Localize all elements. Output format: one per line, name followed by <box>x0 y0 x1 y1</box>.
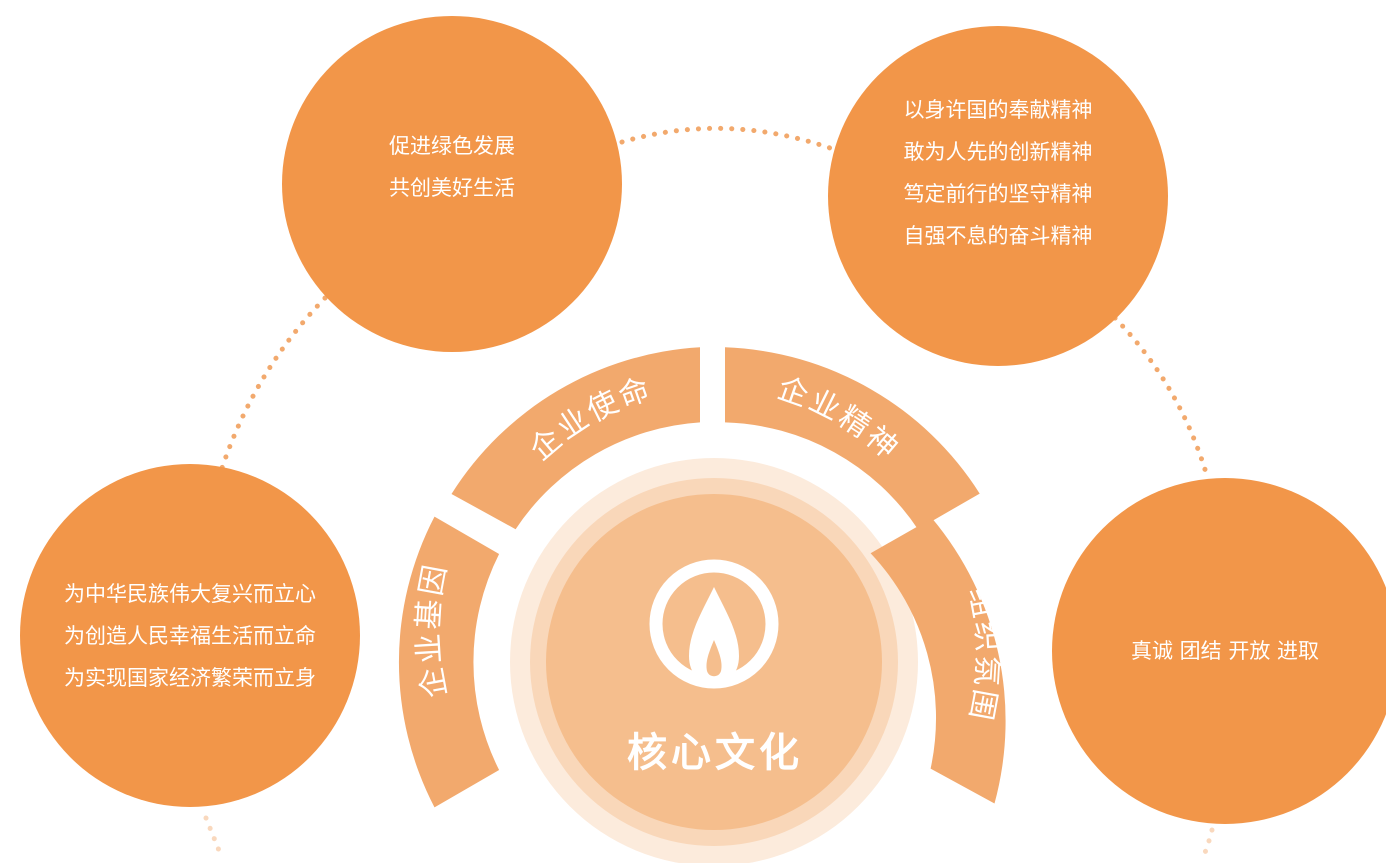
segment-gene <box>398 516 500 808</box>
dotted-arc-top <box>619 125 833 151</box>
bubble-atmosphere: 真诚 团结 开放 进取 <box>1052 478 1386 824</box>
segment-atmosphere <box>870 518 1006 804</box>
bubble-spirit-line-4: 自强不息的奋斗精神 <box>903 224 1093 248</box>
bubble-gene: 为中华民族伟大复兴而立心 为创造人民幸福生活而立命 为实现国家经济繁荣而立身 <box>20 464 360 807</box>
center-title: 核心文化 <box>627 730 803 776</box>
bubble-spirit: 以身许国的奉献精神 敢为人先的创新精神 笃定前行的坚守精神 自强不息的奋斗精神 <box>828 26 1168 366</box>
dotted-arc-right-tail <box>1199 827 1215 863</box>
bubble-spirit-line-2: 敢为人先的创新精神 <box>903 140 1093 164</box>
dotted-arc-left <box>219 295 328 471</box>
bubble-gene-line-1: 为中华民族伟大复兴而立心 <box>64 581 316 606</box>
segment-mission <box>451 347 700 530</box>
bubble-mission: 促进绿色发展 共创美好生活 <box>282 16 622 352</box>
bubble-spirit-line-3: 笃定前行的坚守精神 <box>903 182 1093 206</box>
bubble-mission-line-1: 促进绿色发展 <box>389 134 515 158</box>
bubble-gene-line-3: 为实现国家经济繁荣而立身 <box>64 665 316 690</box>
dotted-arc-left-tail <box>203 815 225 861</box>
bubble-gene-line-2: 为创造人民幸福生活而立命 <box>64 623 316 648</box>
dotted-arc-right <box>1112 315 1210 479</box>
flame-icon <box>649 559 779 689</box>
bubble-mission-line-2: 共创美好生活 <box>389 176 515 200</box>
bubble-spirit-line-1: 以身许国的奉献精神 <box>903 98 1093 122</box>
ring-segments <box>398 347 1006 808</box>
bubble-atmosphere-line-1: 真诚 团结 开放 进取 <box>1130 639 1320 663</box>
segment-spirit <box>725 347 980 530</box>
dotted-connectors <box>203 125 1215 863</box>
